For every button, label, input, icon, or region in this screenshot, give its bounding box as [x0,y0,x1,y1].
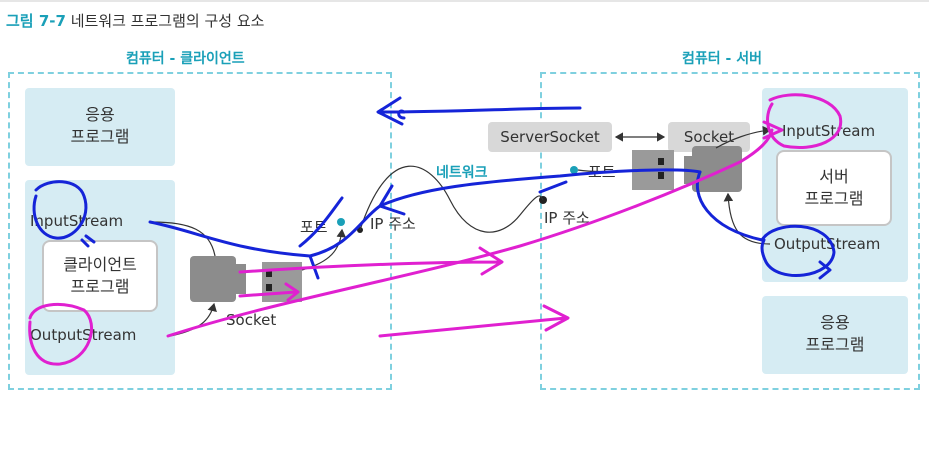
server-program-line2: 프로그램 [804,189,864,208]
client-program-line2: 프로그램 [70,277,130,296]
client-app-line2: 프로그램 [70,127,130,146]
client-app-label: 응용 프로그램 [25,104,175,148]
server-output-stream: OutputStream [774,235,881,253]
magenta-annotations [28,93,843,366]
server-socket-tag: ServerSocket [488,122,612,152]
network-line [359,165,544,233]
client-port-dot [337,218,345,226]
server-computer-region [540,72,920,390]
client-port-label: 포트 [300,218,328,236]
server-input-stream: InputStream [782,122,876,140]
server-app-label: 응용 프로그램 [762,312,908,356]
server-program-box: 서버 프로그램 [776,150,892,226]
client-program-box: 클라이언트 프로그램 [42,240,158,312]
server-program-line1: 서버 [819,167,849,186]
top-divider [0,0,929,2]
client-ip-label: IP 주소 [370,215,416,233]
figure-number: 그림 7-7 [6,12,66,30]
client-input-link [151,221,216,257]
server-app-line2: 프로그램 [805,335,865,354]
client-app-line1: 응용 [85,105,115,124]
client-app-pane [25,88,175,166]
server-port-dot [570,166,578,174]
client-computer-label: 컴퓨터 - 클라이언트 [126,51,245,67]
client-output-stream: OutputStream [30,326,137,344]
client-output-link [169,302,217,337]
server-input-link [715,125,772,149]
server-ip-label: IP 주소 [544,209,590,227]
client-port-link [301,228,347,271]
client-input-stream: InputStream [30,212,124,230]
client-computer-region [8,72,392,390]
client-program-line1: 클라이언트 [63,255,137,274]
server-app-line1: 응용 [820,313,850,332]
figure-caption: 네트워크 프로그램의 구성 요소 [70,12,265,30]
server-computer-label: 컴퓨터 - 서버 [682,51,762,67]
server-app-pane [762,296,908,374]
network-label: 네트워크 [436,165,488,181]
figure-title: 그림 7-7 네트워크 프로그램의 구성 요소 [6,10,264,31]
